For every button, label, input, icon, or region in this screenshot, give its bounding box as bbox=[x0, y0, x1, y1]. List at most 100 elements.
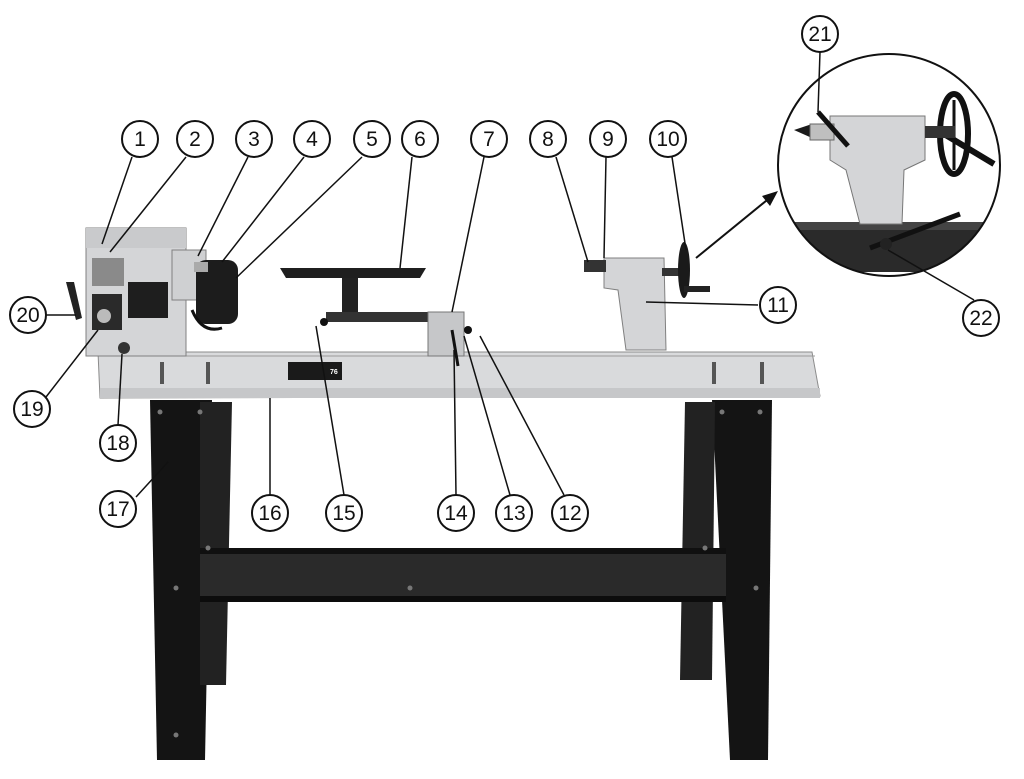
callout-4: 4 bbox=[221, 120, 331, 263]
callout-leader-line bbox=[135, 461, 169, 498]
callout-circle bbox=[589, 120, 627, 158]
callout-circle bbox=[495, 494, 533, 532]
callout-leader-line bbox=[315, 325, 345, 496]
tailstock-detail-inset bbox=[695, 53, 1001, 277]
callout-2: 2 bbox=[109, 120, 214, 253]
callout-11: 11 bbox=[645, 286, 797, 324]
motor bbox=[196, 260, 238, 324]
callout-circle bbox=[353, 120, 391, 158]
callout-10: 10 bbox=[649, 120, 687, 251]
callout-number: 11 bbox=[767, 294, 789, 317]
callout-circle bbox=[551, 494, 589, 532]
callout-circle bbox=[13, 390, 51, 428]
callout-leader-line bbox=[645, 301, 759, 306]
callout-circle bbox=[759, 286, 797, 324]
callout-circle bbox=[99, 490, 137, 528]
callout-number: 2 bbox=[189, 128, 201, 151]
callout-leader-line bbox=[45, 329, 99, 398]
callout-number: 5 bbox=[366, 128, 378, 151]
callout-leader-line bbox=[235, 156, 363, 279]
callout-leader-line bbox=[887, 249, 975, 301]
callout-number: 6 bbox=[414, 128, 426, 151]
callout-circle bbox=[176, 120, 214, 158]
lock-lever bbox=[66, 282, 82, 320]
callout-leader-line bbox=[817, 51, 821, 113]
callout-number: 3 bbox=[248, 128, 260, 151]
callout-14: 14 bbox=[437, 349, 475, 532]
callout-number: 15 bbox=[332, 502, 355, 525]
callout-circle bbox=[529, 120, 567, 158]
callout-circle bbox=[401, 120, 439, 158]
callout-number: 20 bbox=[16, 304, 39, 327]
callout-number: 4 bbox=[306, 128, 318, 151]
callout-leader-line bbox=[479, 335, 565, 496]
callout-leader-line bbox=[197, 156, 249, 257]
callout-8: 8 bbox=[529, 120, 589, 263]
tailstock bbox=[584, 242, 710, 351]
callout-leader-line bbox=[555, 156, 589, 263]
callout-circle bbox=[99, 424, 137, 462]
handwheel bbox=[678, 242, 690, 298]
headstock bbox=[66, 227, 238, 357]
callout-7: 7 bbox=[451, 120, 508, 313]
callout-18: 18 bbox=[99, 353, 137, 462]
callout-13: 13 bbox=[463, 335, 533, 532]
callout-number: 13 bbox=[502, 502, 525, 525]
callout-number: 22 bbox=[969, 307, 992, 330]
callout-circle bbox=[9, 296, 47, 334]
callout-5: 5 bbox=[235, 120, 391, 279]
callout-6: 6 bbox=[399, 120, 439, 269]
nameplate-text: 76 bbox=[330, 369, 338, 376]
callout-number: 8 bbox=[542, 128, 554, 151]
callout-9: 9 bbox=[589, 120, 627, 259]
callout-17: 17 bbox=[99, 461, 169, 528]
callout-circle bbox=[649, 120, 687, 158]
callout-number: 1 bbox=[134, 128, 146, 151]
callout-22: 22 bbox=[887, 249, 1000, 337]
callout-number: 21 bbox=[808, 23, 831, 46]
indexing-knob bbox=[118, 342, 130, 354]
callout-number: 9 bbox=[602, 128, 614, 151]
callout-circle bbox=[235, 120, 273, 158]
switch-knob bbox=[97, 309, 111, 323]
callout-leader-line bbox=[117, 353, 123, 426]
callout-3: 3 bbox=[197, 120, 273, 257]
callout-number: 10 bbox=[656, 128, 679, 151]
callout-number: 18 bbox=[106, 432, 129, 455]
tool-rest bbox=[280, 268, 472, 367]
callout-12: 12 bbox=[479, 335, 589, 532]
callout-number: 16 bbox=[258, 502, 281, 525]
callout-21: 21 bbox=[801, 15, 839, 113]
callout-leader-line bbox=[453, 349, 457, 496]
callout-circle bbox=[325, 494, 363, 532]
callout-leader-line bbox=[399, 156, 413, 269]
lathe-bed: 76 bbox=[97, 351, 821, 399]
callout-number: 7 bbox=[483, 128, 495, 151]
callout-19: 19 bbox=[13, 329, 99, 428]
callout-leader-line bbox=[463, 335, 511, 496]
callout-circle bbox=[293, 120, 331, 158]
callout-number: 12 bbox=[558, 502, 581, 525]
callout-1: 1 bbox=[101, 120, 159, 245]
callout-circle bbox=[437, 494, 475, 532]
callout-15: 15 bbox=[315, 325, 363, 532]
callout-leader-line bbox=[451, 156, 485, 313]
lathe-stand bbox=[150, 400, 772, 760]
callout-leader-line bbox=[221, 156, 305, 263]
callout-leader-line bbox=[109, 156, 187, 253]
callout-leader-line bbox=[101, 156, 133, 245]
callout-16: 16 bbox=[251, 398, 289, 532]
callout-circle bbox=[121, 120, 159, 158]
callout-circle bbox=[962, 299, 1000, 337]
callout-number: 17 bbox=[106, 498, 129, 521]
callout-20: 20 bbox=[9, 296, 76, 334]
callout-leader-line bbox=[671, 156, 687, 251]
callout-circle bbox=[251, 494, 289, 532]
callout-number: 14 bbox=[444, 502, 468, 525]
callout-number: 19 bbox=[20, 398, 43, 421]
callout-leader-line bbox=[603, 156, 607, 259]
nameplate-badge: 76 bbox=[288, 362, 342, 380]
callout-circle bbox=[801, 15, 839, 53]
